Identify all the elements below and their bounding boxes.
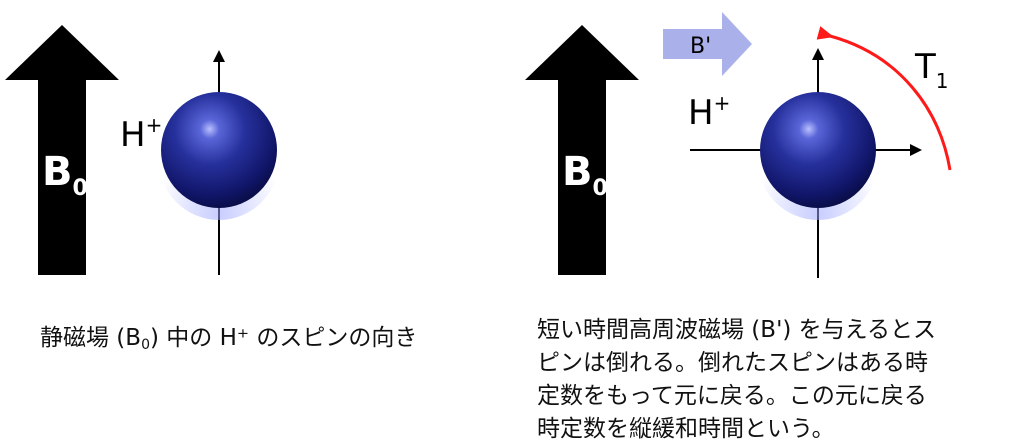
proton-sphere-left (161, 92, 277, 208)
caption-left-post: ) 中の H⁺ のスピンの向き (150, 325, 418, 351)
caption-left-pre: 静磁場 (B (40, 325, 142, 351)
rf-pulse-label: B' (690, 34, 711, 59)
right-panel: B0 B' H+ T1 (525, 12, 952, 278)
static-field-label-right: B0 (562, 149, 608, 201)
caption-right-line: 短い時間高周波磁場 (B') を与えるとス (537, 317, 936, 343)
static-field-arrow-left (5, 25, 119, 275)
caption-left-sub: 0 (141, 337, 150, 353)
caption-right: 短い時間高周波磁場 (B') を与えるとス ピンは倒れる。倒れたスピンはある時 … (537, 314, 1007, 446)
proton-sphere-right (760, 92, 876, 208)
rf-pulse-arrow (663, 12, 752, 76)
static-field-arrow-right (525, 25, 639, 275)
left-panel: B0 H+ (5, 25, 279, 275)
caption-right-line: 時定数を縦緩和時間という。 (537, 416, 835, 442)
relaxation-arc (816, 26, 952, 171)
caption-right-line: 定数をもって元に戻る。この元に戻る (537, 383, 927, 409)
proton-label-right: H+ (688, 91, 730, 133)
static-field-label-left: B0 (42, 149, 88, 201)
proton-label-left: H+ (120, 113, 162, 155)
caption-right-line: ピンは倒れる。倒れたスピンはある時 (537, 350, 928, 376)
caption-left: 静磁場 (B0) 中の H⁺ のスピンの向き (40, 318, 417, 353)
relaxation-label: T1 (914, 47, 949, 93)
